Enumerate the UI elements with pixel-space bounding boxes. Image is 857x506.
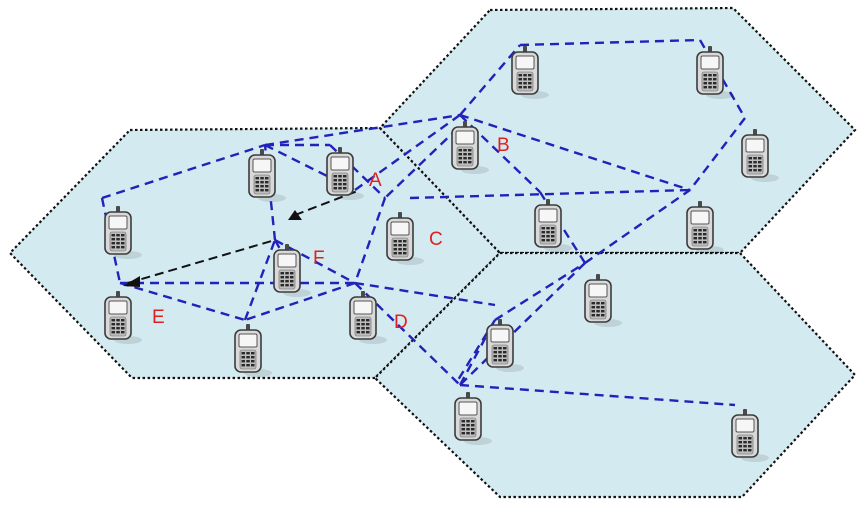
wireless-link xyxy=(494,261,586,322)
node-label-e: E xyxy=(152,307,165,328)
wireless-link xyxy=(101,143,266,200)
cell-top-right xyxy=(378,6,857,255)
wireless-link xyxy=(519,38,701,47)
wireless-link xyxy=(273,239,302,286)
wireless-link xyxy=(456,319,497,381)
node-label-c: C xyxy=(429,229,443,250)
wireless-link xyxy=(353,197,387,284)
labels: A B C D E F xyxy=(152,135,510,333)
wireless-link xyxy=(329,144,386,199)
route-arrowhead xyxy=(288,210,302,220)
wireless-link xyxy=(459,383,736,407)
node-label-f: F xyxy=(313,248,325,269)
node-label-b: B xyxy=(497,135,510,156)
wireless-link xyxy=(119,281,246,322)
route-arrowhead xyxy=(123,276,140,287)
wireless-link xyxy=(584,189,691,264)
node-label-d: D xyxy=(394,312,408,333)
route-path xyxy=(127,239,276,284)
wireless-link xyxy=(384,127,459,199)
wireless-link xyxy=(264,113,461,147)
wireless-link xyxy=(354,281,496,307)
wireless-link xyxy=(689,117,746,191)
wireless-link xyxy=(459,44,521,116)
wireless-link xyxy=(244,281,356,322)
wireless-link xyxy=(354,282,461,386)
wireless-link xyxy=(409,188,691,200)
node-label-a: A xyxy=(369,170,382,191)
wireless-link xyxy=(459,113,691,192)
wireless-link xyxy=(354,114,461,191)
